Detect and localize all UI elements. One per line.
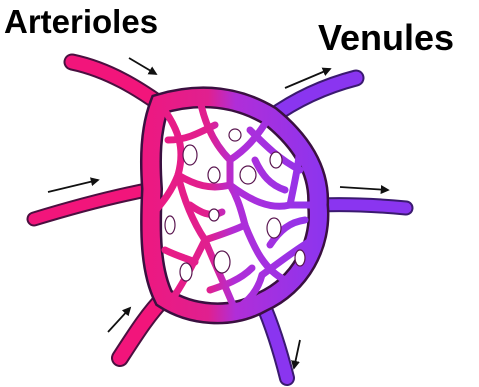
vessel-network (34, 62, 406, 378)
arrow-arteriole-top (129, 58, 156, 74)
venules-label: Venules (318, 20, 454, 56)
arrow-arteriole-left (48, 180, 98, 192)
arrow-arteriole-bottom (108, 308, 130, 332)
arrow-venule-right (340, 187, 388, 190)
arrow-venule-bottom (294, 340, 300, 368)
arterioles-label: Arterioles (4, 5, 158, 38)
